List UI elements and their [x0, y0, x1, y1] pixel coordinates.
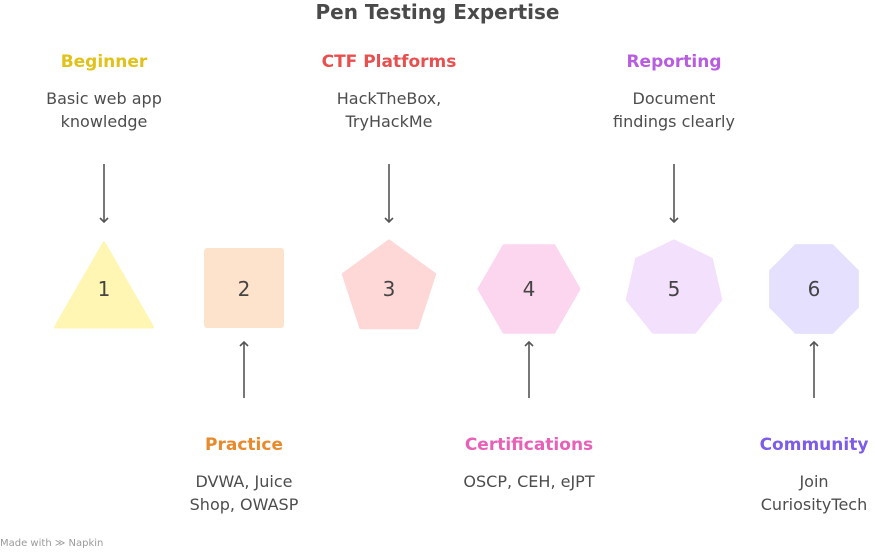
- step-number: 6: [808, 277, 821, 301]
- pentagon-shape: [341, 239, 437, 330]
- heptagon-shape: [625, 239, 723, 334]
- step-2: 2: [204, 248, 284, 398]
- step-5: 5: [625, 164, 723, 334]
- step-number: 2: [238, 277, 251, 301]
- description-line: Document: [632, 89, 716, 108]
- footer-made-with: Made with: [0, 538, 52, 549]
- step-description: HackTheBox, TryHackMe: [289, 87, 489, 133]
- step-1: 1: [54, 164, 154, 329]
- description-line: knowledge: [60, 112, 148, 131]
- description-line: CuriosityTech: [760, 495, 868, 514]
- step-description: Basic web app knowledge: [4, 87, 204, 133]
- footer-brand: Napkin: [68, 538, 104, 549]
- step-label: Certifications: [464, 435, 594, 455]
- description-line: Basic web app: [46, 89, 162, 108]
- description-line: findings clearly: [613, 112, 735, 131]
- step-label: Reporting: [626, 52, 722, 72]
- step-number: 1: [98, 277, 111, 301]
- step-6: 6: [769, 244, 859, 398]
- step-label: CTF Platforms: [321, 52, 457, 72]
- diagram-title: Pen Testing Expertise: [315, 0, 560, 24]
- step-4: 4: [477, 244, 581, 398]
- square-shape: [204, 248, 284, 328]
- step-number: 3: [383, 277, 396, 301]
- description-line: TryHackMe: [345, 112, 433, 131]
- step-description: OSCP, CEH, eJPT: [429, 470, 629, 493]
- triangle-shape: [54, 241, 154, 329]
- step-3: 3: [341, 164, 437, 330]
- octagon-shape: [769, 244, 859, 334]
- napkin-logo-icon: ≫: [54, 538, 66, 549]
- step-label: Community: [759, 435, 869, 455]
- description-line: DVWA, Juice: [195, 472, 293, 491]
- description-line: Shop, OWASP: [189, 495, 299, 514]
- description-line: OSCP, CEH, eJPT: [463, 472, 595, 491]
- step-number: 5: [668, 277, 681, 301]
- footer-attribution: Made with ≫ Napkin: [0, 538, 103, 549]
- description-line: Join: [799, 472, 829, 491]
- step-label: Practice: [205, 435, 283, 455]
- step-number: 4: [523, 277, 536, 301]
- step-description: Document findings clearly: [574, 87, 774, 133]
- description-line: HackTheBox,: [336, 89, 442, 108]
- step-label: Beginner: [60, 52, 148, 72]
- hexagon-shape: [477, 244, 581, 334]
